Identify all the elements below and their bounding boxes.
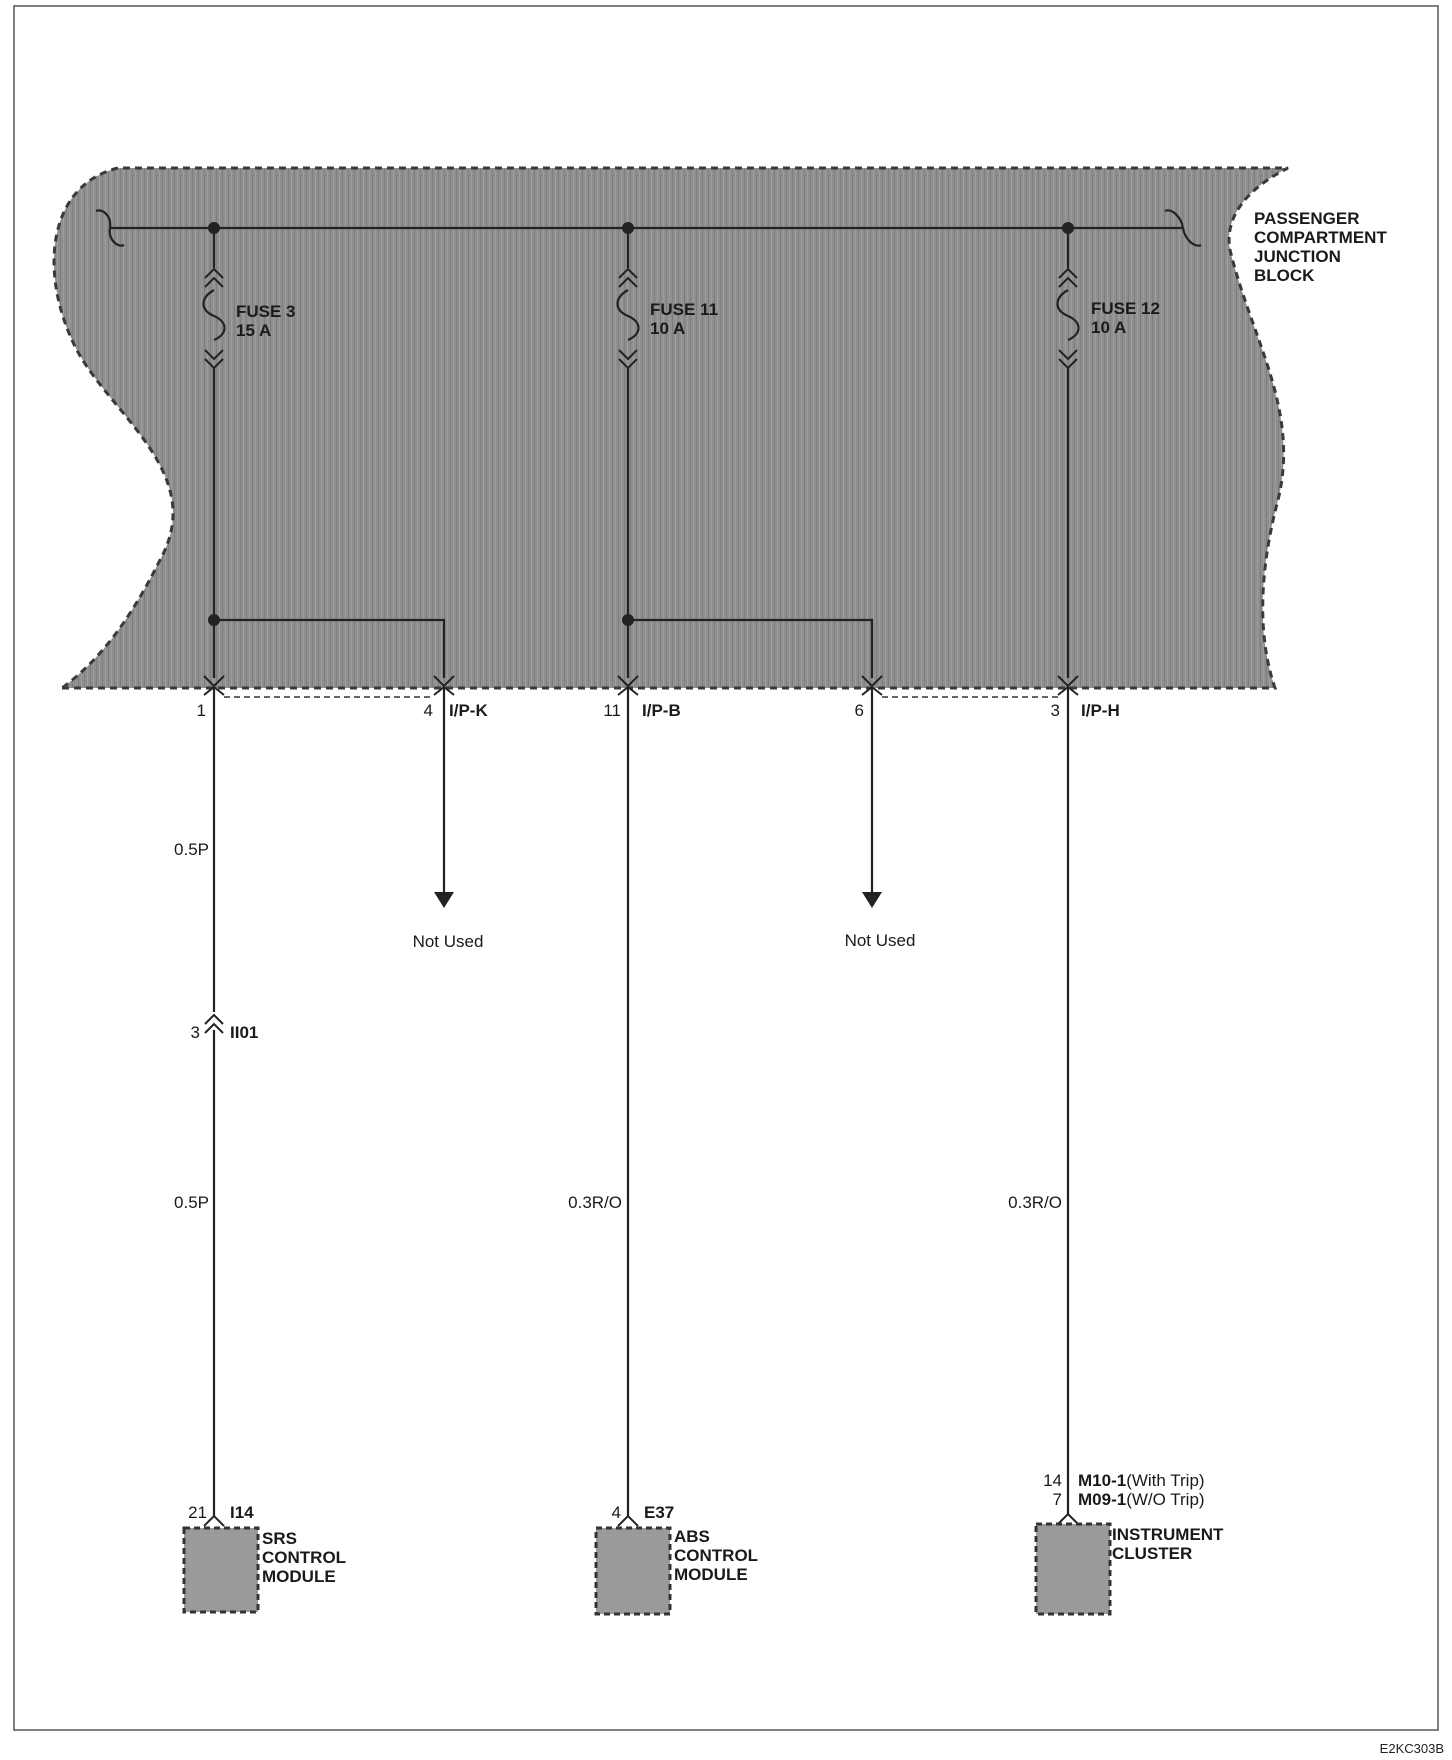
pin-11: 11 xyxy=(603,701,621,720)
fuse-11-branch xyxy=(616,228,640,678)
cluster-terminal xyxy=(1057,1512,1079,1525)
diagram-code: E2KC303B xyxy=(1379,1741,1444,1756)
wire-label-srs-top: 0.5P xyxy=(174,840,209,859)
wire-label-abs: 0.3R/O xyxy=(568,1193,622,1212)
srs-label-line-2: CONTROL xyxy=(262,1548,346,1567)
fuse-11-symbol xyxy=(616,289,640,342)
junction-block-label: PASSENGER COMPARTMENT JUNCTION BLOCK xyxy=(1254,209,1387,285)
cluster-pin-a: 14 xyxy=(1043,1471,1062,1490)
fuse-12-branch xyxy=(1056,228,1080,678)
cluster-connector-b-line: M09-1(W/O Trip) xyxy=(1078,1490,1205,1509)
pin-3: 3 xyxy=(1051,701,1060,720)
fuse-12-name: FUSE 12 xyxy=(1091,299,1160,318)
abs-label-line-2: CONTROL xyxy=(674,1546,758,1565)
fuse-12-symbol xyxy=(1056,289,1080,342)
svg-text:JUNCTION: JUNCTION xyxy=(1254,247,1341,266)
inline-connector-pin: 3 xyxy=(191,1023,200,1042)
wire-label-srs-bottom: 0.5P xyxy=(174,1193,209,1212)
connector-ip-h: I/P-H xyxy=(1081,701,1120,720)
fuse-11-rating: 10 A xyxy=(650,319,685,338)
fuse-3-branch xyxy=(202,228,226,678)
cluster-label-line-1: INSTRUMENT xyxy=(1112,1525,1224,1544)
junction-block-area xyxy=(52,166,1289,690)
cluster-connector-a-line: M10-1(With Trip) xyxy=(1078,1471,1205,1490)
not-used-label-2: Not Used xyxy=(845,931,916,950)
srs-label-line-3: MODULE xyxy=(262,1567,336,1586)
svg-text:BLOCK: BLOCK xyxy=(1254,266,1315,285)
cluster-note-b: (W/O Trip) xyxy=(1126,1490,1204,1509)
abs-label-line-1: ABS xyxy=(674,1527,710,1546)
srs-control-module-box xyxy=(182,1526,260,1614)
splice-branches xyxy=(208,614,874,678)
cluster-pin-b: 7 xyxy=(1053,1490,1062,1509)
page-border xyxy=(13,5,1439,1731)
wire-srs xyxy=(204,688,224,1516)
connector-ip-b: I/P-B xyxy=(642,701,681,720)
abs-control-module-box xyxy=(594,1526,672,1616)
pin-4: 4 xyxy=(424,701,433,720)
cluster-label-line-2: CLUSTER xyxy=(1112,1544,1192,1563)
abs-pin: 4 xyxy=(612,1503,621,1522)
fuse-11-name: FUSE 11 xyxy=(650,300,718,319)
svg-text:COMPARTMENT: COMPARTMENT xyxy=(1254,228,1387,247)
svg-text:PASSENGER: PASSENGER xyxy=(1254,209,1360,228)
connector-ip-k: I/P-K xyxy=(449,701,488,720)
fuse-12-rating: 10 A xyxy=(1091,318,1126,337)
fuse-3-rating: 15 A xyxy=(236,321,271,340)
cluster-connector-b: M09-1 xyxy=(1078,1490,1126,1509)
wire-not-used-1 xyxy=(434,688,454,908)
abs-label-line-3: MODULE xyxy=(674,1565,748,1584)
srs-label-line-1: SRS xyxy=(262,1529,297,1548)
abs-connector: E37 xyxy=(644,1503,674,1522)
not-used-label-1: Not Used xyxy=(413,932,484,951)
srs-terminal xyxy=(203,1514,225,1527)
inline-connector-name: II01 xyxy=(230,1023,258,1042)
pin-6: 6 xyxy=(855,701,864,720)
srs-pin: 21 xyxy=(188,1503,207,1522)
cluster-connector-a: M10-1 xyxy=(1078,1471,1126,1490)
connector-terminals xyxy=(203,675,1079,698)
fuse-3-symbol xyxy=(202,289,226,342)
abs-terminal xyxy=(617,1514,639,1527)
fuse-3-name: FUSE 3 xyxy=(236,302,296,321)
wire-label-cluster: 0.3R/O xyxy=(1008,1193,1062,1212)
instrument-cluster-box xyxy=(1034,1522,1112,1616)
wire-not-used-2 xyxy=(862,688,882,908)
srs-connector: I14 xyxy=(230,1503,254,1522)
cluster-note-a: (With Trip) xyxy=(1126,1471,1204,1490)
pin-1: 1 xyxy=(197,701,206,720)
